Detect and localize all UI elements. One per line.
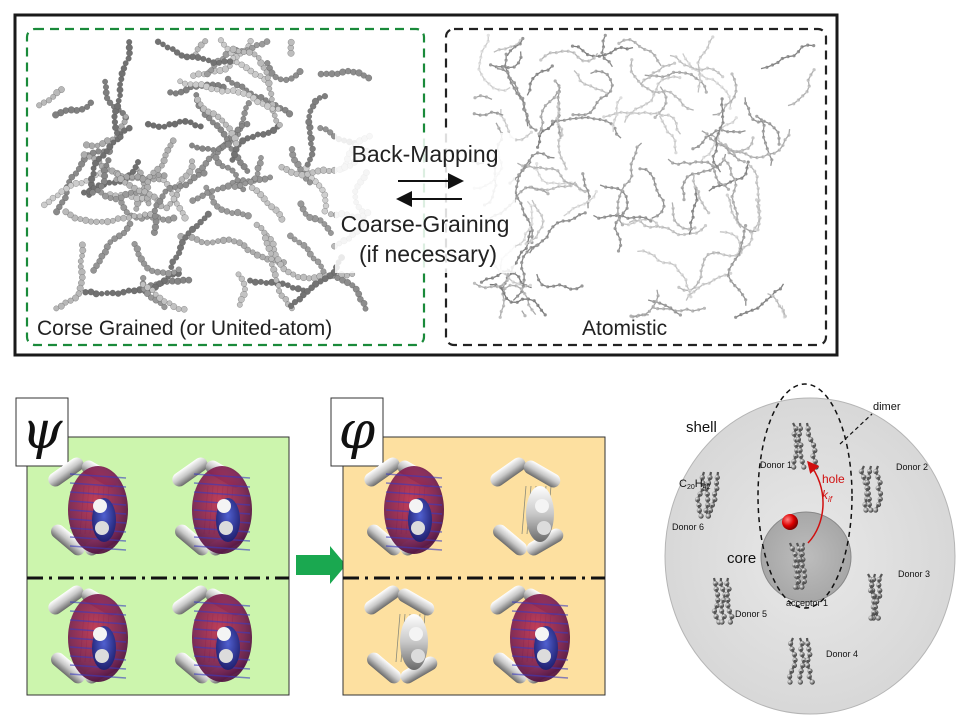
shell-molecules bbox=[694, 422, 884, 685]
atomistic-caption: Atomistic bbox=[582, 317, 667, 340]
psi-symbol-box bbox=[15, 397, 69, 467]
donor-4-label: Donor 4 bbox=[826, 649, 858, 659]
psi-dimer-orbitals bbox=[48, 457, 252, 684]
donor-3-label: Donor 3 bbox=[898, 569, 930, 579]
hole-label: hole bbox=[822, 472, 845, 486]
phi-symbol: φ bbox=[339, 401, 376, 461]
transition-arrow bbox=[296, 546, 346, 584]
dimer-boundary bbox=[757, 383, 853, 609]
psi-symbol: ψ bbox=[22, 401, 64, 461]
back-mapping-label: Back-Mapping bbox=[351, 141, 498, 167]
phi-localized-orbitals bbox=[364, 457, 570, 684]
coarse-graining-label: Coarse-Graining bbox=[341, 211, 510, 237]
shell-label: shell bbox=[686, 419, 717, 436]
hole-transfer-arrow bbox=[807, 460, 824, 544]
coarse-grained-caption: Corse Grained (or United-atom) bbox=[37, 317, 332, 340]
phi-symbol-box bbox=[330, 397, 384, 467]
center-label-backdrop bbox=[335, 133, 515, 273]
donor-5-label: Donor 5 bbox=[735, 609, 767, 619]
donor-6-label: Donor 6 bbox=[672, 522, 704, 532]
formula-label: C20H42 bbox=[679, 478, 711, 491]
atomistic-polymer-image bbox=[471, 33, 816, 319]
donor-1-label: Donor 1 bbox=[760, 460, 792, 470]
core-region bbox=[760, 511, 852, 603]
core-label: core bbox=[727, 550, 756, 567]
acceptor-site-marker bbox=[782, 514, 798, 530]
dimer-label: dimer bbox=[873, 401, 901, 413]
rate-label: kif bbox=[822, 488, 833, 504]
dimer-pointer bbox=[839, 413, 873, 445]
donor-2-label: Donor 2 bbox=[896, 462, 928, 472]
if-necessary-label: (if necessary) bbox=[359, 241, 497, 267]
acceptor-1-label: acceptor 1 bbox=[786, 598, 828, 608]
